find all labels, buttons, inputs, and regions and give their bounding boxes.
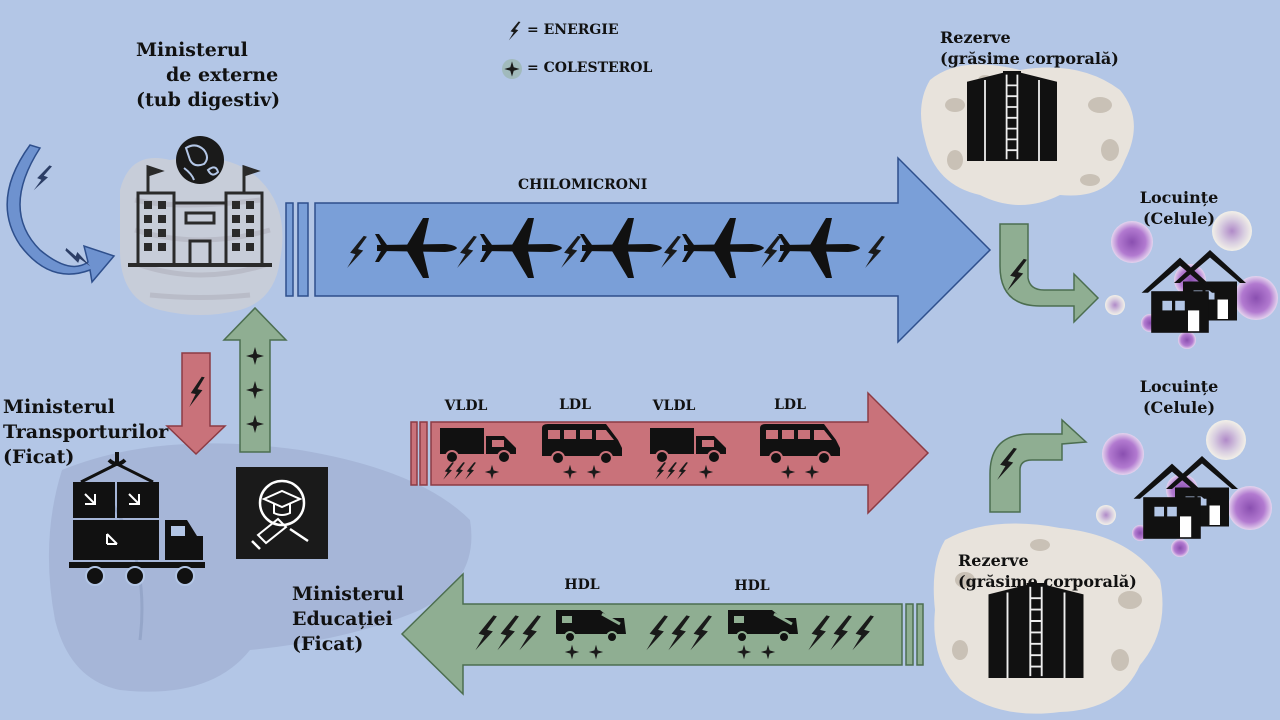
cholesterol-up-arrow: [222, 306, 288, 453]
ministry-building-icon: [128, 164, 272, 267]
food-intake-arrow: [6, 144, 116, 284]
energy-to-cells-arrow-top: [999, 223, 1100, 324]
homes-top-label: Locuințe (Celule): [1139, 188, 1219, 228]
hdl-label-2: HDL: [734, 578, 770, 594]
ministry-education-label: Ministerul Educației (Ficat): [292, 583, 404, 655]
fat-storage-icon: [966, 70, 1058, 162]
cargo-truck-icon: [69, 452, 205, 586]
energy-to-cells-arrow-bottom: [989, 418, 1088, 513]
legend-energy-icon: [508, 20, 521, 43]
energy-down-arrow: [165, 352, 227, 456]
ldl-label-2: LDL: [774, 397, 806, 413]
ministry-external-label: Ministerul de externe (tub digestiv): [136, 39, 281, 111]
cells-top: [1105, 211, 1278, 349]
fat-storage-icon: [987, 582, 1085, 679]
reserves-bottom-label: Rezerve (grăsime corporală): [958, 551, 1137, 591]
vldl-label-2: VLDL: [652, 398, 696, 414]
reserves-top-label: Rezerve (grăsime corporală): [940, 28, 1119, 68]
homes-bottom-label: Locuințe (Celule): [1139, 377, 1219, 417]
lightning-bolt-icon: [32, 162, 52, 194]
ministry-transport-label: Ministerul Transporturilor (Ficat): [3, 396, 169, 468]
legend-energy-label: = ENERGIE: [527, 22, 619, 38]
chylomicron-label: CHILOMICRONI: [518, 177, 648, 193]
legend-cholesterol-label: = COLESTEROL: [527, 60, 653, 76]
ldl-label-1: LDL: [559, 397, 591, 413]
education-icon: [236, 467, 328, 559]
vldl-label-1: VLDL: [444, 398, 488, 414]
hdl-label-1: HDL: [564, 577, 600, 593]
house-icon: [1133, 463, 1211, 539]
legend-cholesterol-icon: [502, 59, 522, 79]
globe-icon: [176, 136, 224, 184]
